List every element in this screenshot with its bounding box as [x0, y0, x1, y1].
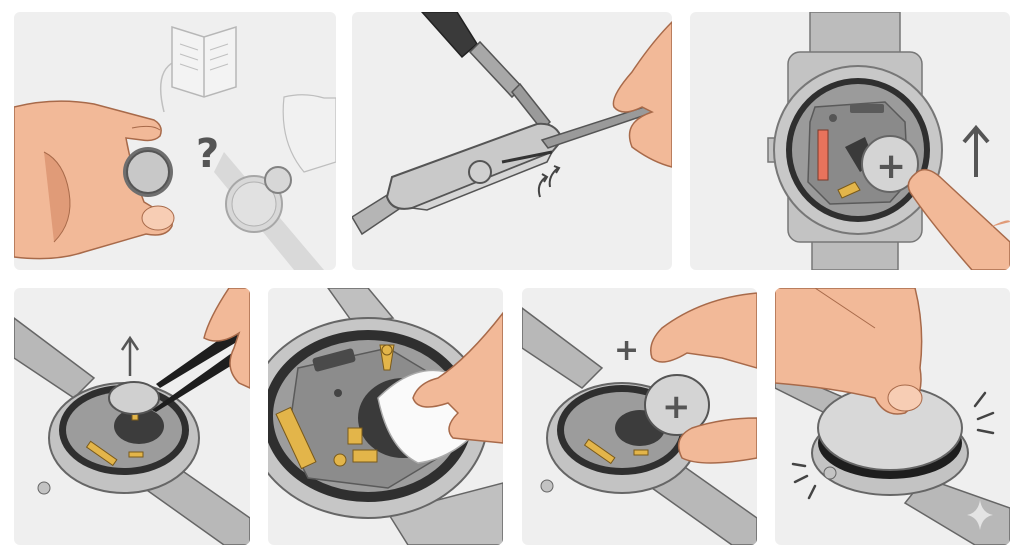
step-2-illustration — [352, 12, 672, 236]
step-5-clean-compartment-panel — [268, 288, 503, 545]
step-3-illustration: + — [767, 12, 1010, 270]
plus-icon: + — [662, 387, 691, 427]
step-5-illustration — [268, 288, 503, 545]
step-6-illustration: + + — [522, 292, 757, 545]
coin-battery-icon — [123, 147, 173, 197]
sparkle-icon — [967, 500, 993, 530]
watch-strap-icon — [327, 288, 503, 545]
step-4-remove-battery-panel — [14, 288, 250, 545]
coin-battery-icon — [108, 381, 160, 415]
lift-arrows-icon — [537, 165, 561, 198]
hand-icon — [203, 288, 250, 389]
hand-icon — [650, 292, 757, 464]
plus-icon: + — [876, 146, 906, 187]
positive-sign-icon: + — [614, 333, 639, 368]
screwdriver-icon — [420, 12, 552, 132]
coin-battery-icon: + — [644, 374, 710, 436]
step-2-pry-open-panel — [352, 12, 672, 270]
lift-arrow-icon — [962, 124, 990, 177]
question-mark-icon: ? — [196, 131, 219, 177]
coin-battery-icon: + — [861, 135, 919, 193]
step-4-illustration — [14, 288, 250, 545]
watch-case-icon — [773, 65, 943, 235]
watch-case-icon — [811, 385, 969, 496]
lift-arrow-icon — [120, 335, 140, 376]
snap-lines-icon — [791, 391, 995, 500]
step-1-identify-battery-panel: ? — [14, 12, 336, 270]
hand-icon — [612, 20, 672, 168]
watch-side-icon — [352, 122, 564, 236]
step-6-insert-battery-panel: + + — [522, 288, 757, 545]
step-3-open-movement-panel: + — [690, 12, 1010, 270]
manual-book-icon — [159, 25, 237, 113]
hand-icon — [14, 100, 175, 260]
hand-icon — [412, 311, 503, 444]
hand-icon — [775, 288, 923, 415]
step-1-illustration: ? — [14, 25, 336, 270]
finger-icon — [907, 168, 1010, 270]
step-7-close-case-panel — [775, 288, 1010, 545]
watch-reference-icon — [214, 94, 336, 270]
step-7-illustration — [775, 288, 1010, 545]
